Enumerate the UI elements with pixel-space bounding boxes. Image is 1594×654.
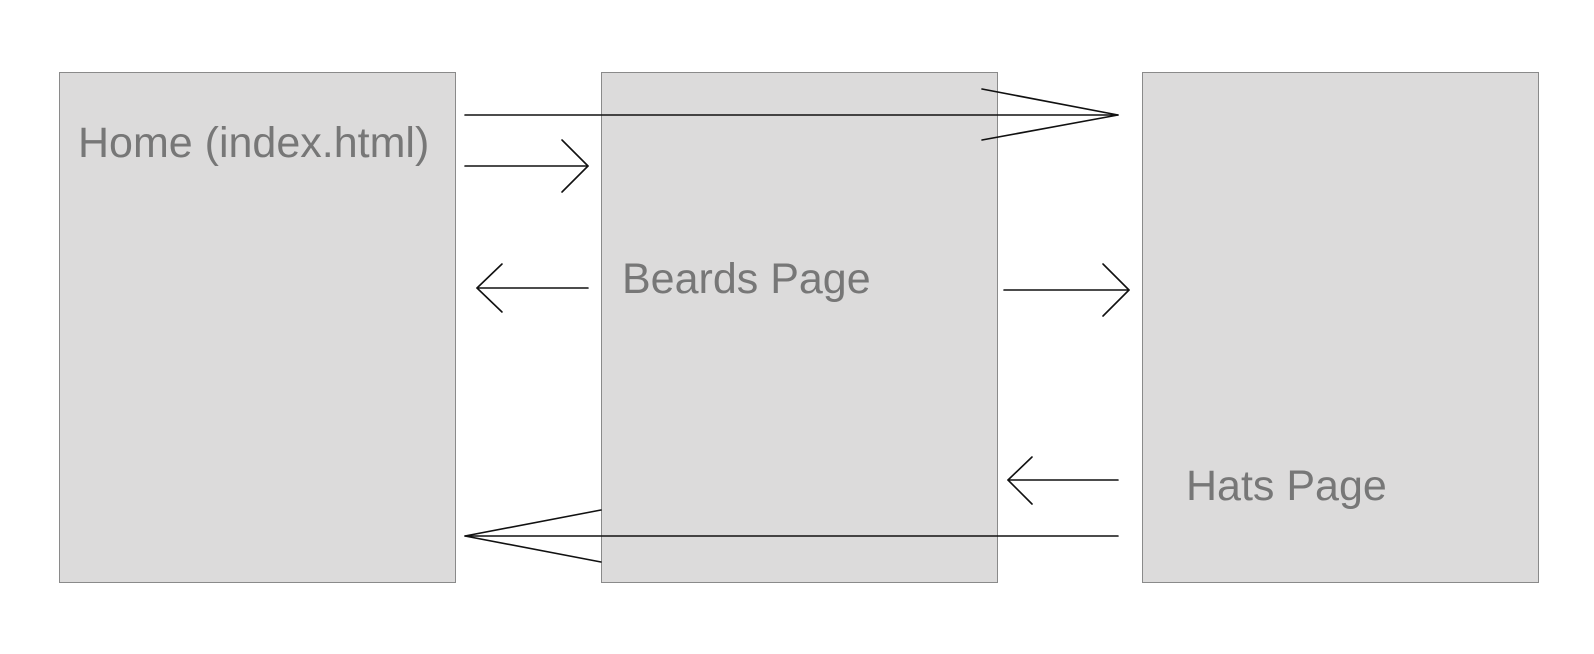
arrow-head — [981, 88, 1119, 141]
arrow-home-to-beards — [464, 139, 589, 193]
arrow-head — [476, 263, 503, 313]
arrow-beards-to-hats — [1003, 263, 1130, 317]
arrow-hats-to-home — [464, 509, 1119, 563]
home-page-box — [59, 72, 456, 583]
arrow-head — [1007, 456, 1033, 505]
beards-page-label: Beards Page — [622, 255, 871, 303]
home-page-label: Home (index.html) — [78, 119, 429, 167]
hats-page-box — [1142, 72, 1539, 583]
arrow-home-to-hats — [464, 88, 1119, 141]
arrow-beards-to-home — [476, 263, 589, 313]
hats-page-label: Hats Page — [1186, 462, 1387, 510]
arrow-head — [561, 139, 589, 193]
arrow-head — [1102, 263, 1130, 317]
arrow-head — [464, 509, 602, 563]
arrow-hats-to-beards — [1007, 456, 1119, 505]
beards-page-box — [601, 72, 998, 583]
